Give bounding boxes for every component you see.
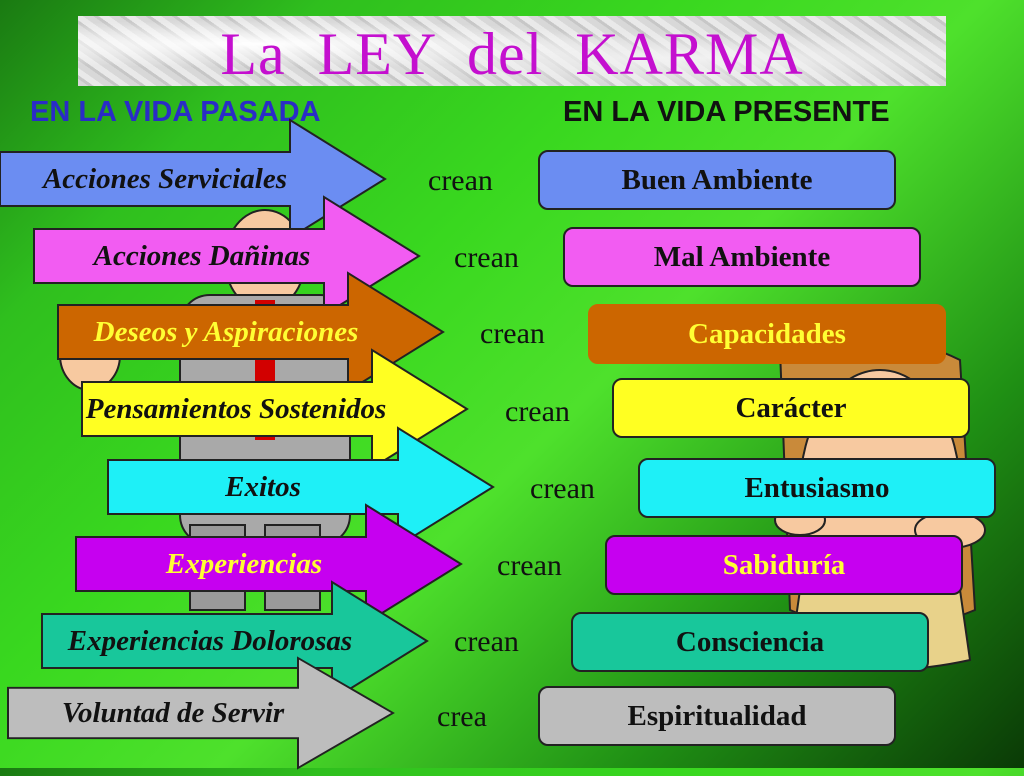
effect-box-espiritualidad: Espiritualidad: [538, 686, 896, 746]
cause-arrow-acciones-serviciales: Acciones Serviciales: [0, 118, 387, 240]
cause-arrow-experiencias: Experiencias: [75, 503, 463, 625]
cause-arrow-acciones-daninas: Acciones Dañinas: [33, 195, 421, 317]
verb-text: crea: [437, 700, 487, 733]
cause-label: Pensamientos Sostenidos: [85, 392, 387, 425]
title-banner: La LEY del KARMA: [78, 16, 946, 87]
cause-arrow-pensamientos-sostenidos: Pensamientos Sostenidos: [81, 348, 469, 470]
effect-box-buen-ambiente: Buen Ambiente: [538, 150, 896, 210]
cause-arrow-voluntad-de-servir: Voluntad de Servir: [7, 656, 395, 776]
header-present-life: EN LA VIDA PRESENTE: [563, 96, 890, 128]
verb-text: crean: [505, 395, 570, 428]
header-past-life: EN LA VIDA PASADA: [30, 96, 321, 128]
cause-label: Acciones Dañinas: [93, 239, 311, 272]
cause-label: Deseos y Aspiraciones: [93, 315, 359, 348]
effect-box-entusiasmo: Entusiasmo: [638, 458, 996, 518]
verb-text: crean: [480, 317, 545, 350]
page-title: La LEY del KARMA: [220, 21, 804, 87]
cause-arrow-deseos-y-aspiraciones: Deseos y Aspiraciones: [57, 271, 445, 393]
verb-text: crean: [454, 241, 519, 274]
effect-box-caracter: Carácter: [612, 378, 970, 438]
effect-box-mal-ambiente: Mal Ambiente: [563, 227, 921, 287]
cause-arrow-experiencias-dolorosas: Experiencias Dolorosas: [41, 580, 429, 702]
verb-text: crean: [530, 472, 595, 505]
cause-label: Exitos: [225, 470, 301, 503]
effect-box-capacidades: Capacidades: [588, 304, 946, 364]
cause-label: Experiencias Dolorosas: [67, 624, 353, 657]
cause-label: Voluntad de Servir: [61, 696, 285, 729]
verb-text: crean: [454, 625, 519, 658]
cause-label: Experiencias: [165, 547, 323, 580]
verb-text: crean: [428, 164, 493, 197]
cause-arrow-exitos: Exitos: [107, 426, 495, 548]
cause-label: Acciones Serviciales: [42, 162, 288, 195]
verb-text: crean: [497, 549, 562, 582]
effect-box-consciencia: Consciencia: [571, 612, 929, 672]
effect-box-sabiduria: Sabiduría: [605, 535, 963, 595]
